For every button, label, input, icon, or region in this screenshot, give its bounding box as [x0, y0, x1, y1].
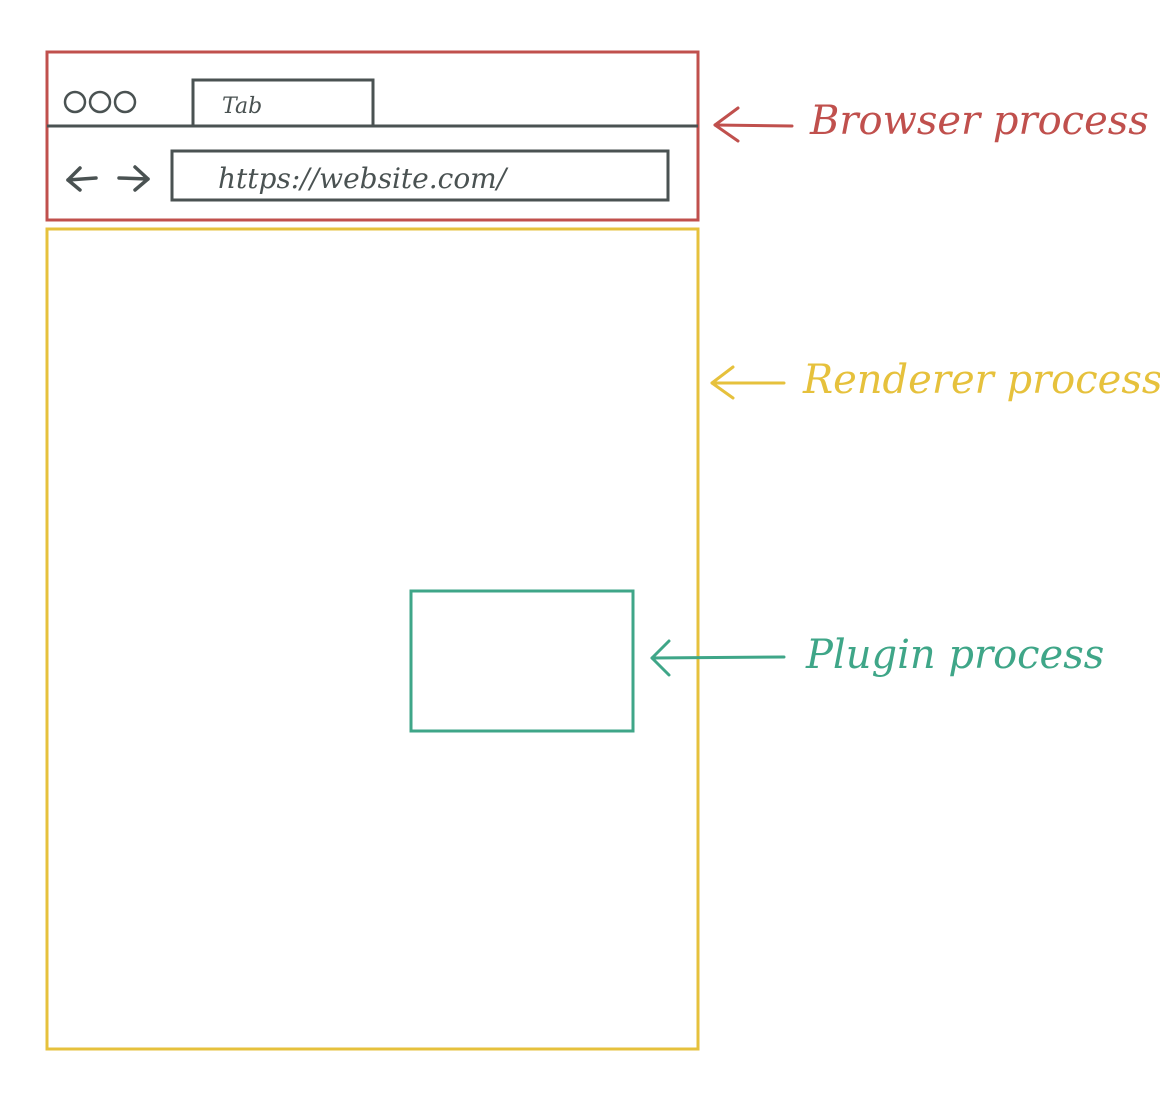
- browser-arrow-icon: [713, 106, 794, 143]
- renderer-process-label: Renderer process: [802, 357, 1160, 403]
- renderer-process-group: [45, 227, 700, 1051]
- plugin-arrow-icon: [650, 639, 786, 677]
- plugin-process-frame: [409, 589, 635, 733]
- renderer-arrow-icon: [710, 365, 786, 400]
- plugin-process-label: Plugin process: [805, 632, 1104, 678]
- renderer-process-annotation: Renderer process: [710, 357, 1160, 403]
- browser-process-annotation: Browser process: [713, 98, 1149, 144]
- back-arrow-icon[interactable]: [66, 166, 98, 192]
- plugin-process-group: [409, 589, 635, 733]
- browser-process-frame: [45, 50, 700, 222]
- browser-process-group: Tab https://website.com/: [45, 50, 700, 222]
- address-bar-url: https://website.com/: [218, 162, 509, 195]
- browser-process-label: Browser process: [809, 98, 1149, 144]
- tab[interactable]: [191, 78, 375, 128]
- tab-label: Tab: [222, 94, 262, 119]
- window-controls-icon: [63, 90, 137, 114]
- address-bar[interactable]: [170, 149, 670, 202]
- forward-arrow-icon[interactable]: [117, 165, 150, 192]
- renderer-process-frame: [45, 227, 700, 1051]
- plugin-process-annotation: Plugin process: [650, 632, 1104, 678]
